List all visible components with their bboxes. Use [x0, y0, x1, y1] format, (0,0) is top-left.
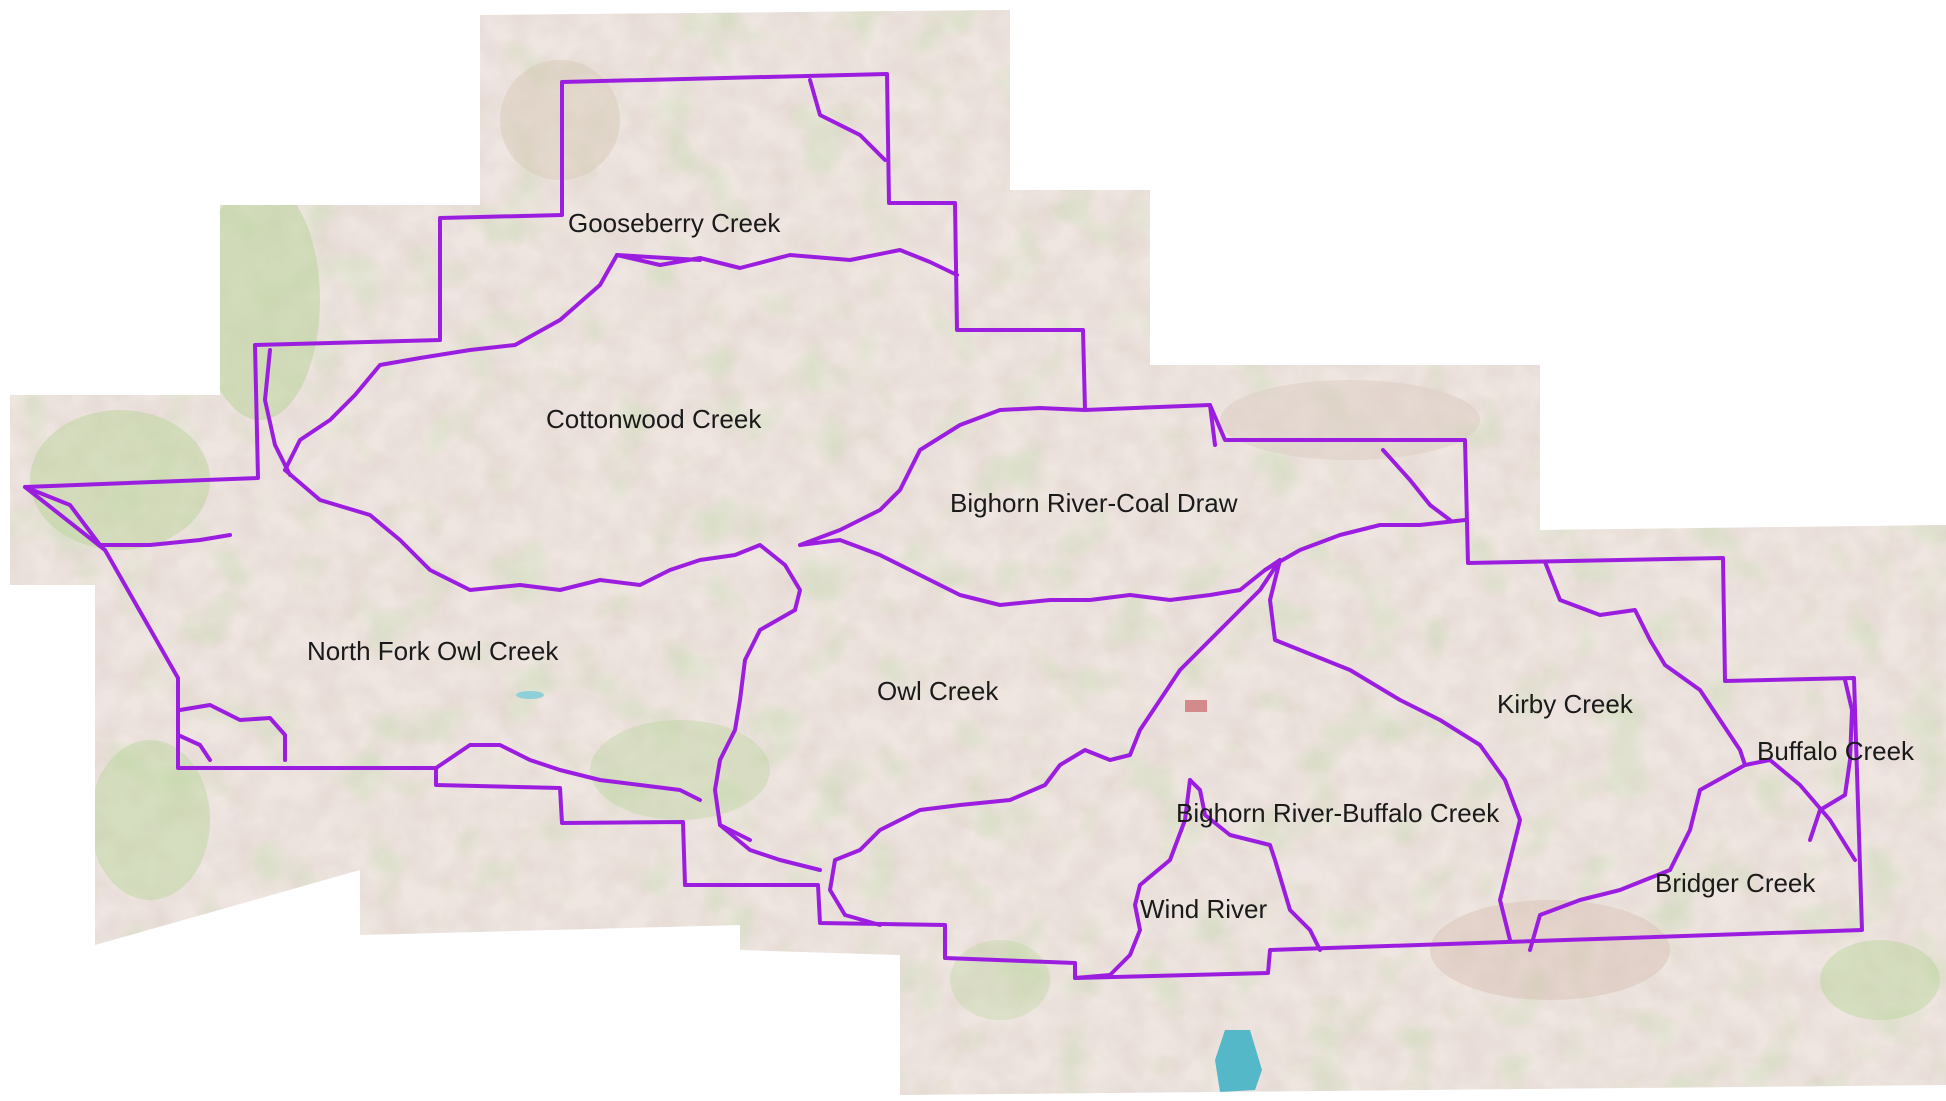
label-kirby-creek: Kirby Creek [1497, 689, 1634, 719]
watershed-boundaries [23, 72, 1864, 980]
label-gooseberry-creek: Gooseberry Creek [568, 208, 781, 238]
label-wind-river: Wind River [1140, 894, 1267, 924]
reservoir [1215, 1030, 1262, 1092]
vegetation-patch [200, 180, 320, 420]
label-bighorn-river-buffalo-creek: Bighorn River-Buffalo Creek [1176, 798, 1500, 828]
label-north-fork-owl-creek: North Fork Owl Creek [307, 636, 559, 666]
town-marker [1185, 700, 1207, 712]
label-bridger-creek: Bridger Creek [1655, 868, 1816, 898]
label-buffalo-creek: Buffalo Creek [1757, 736, 1915, 766]
label-bighorn-river-coal-draw: Bighorn River-Coal Draw [950, 488, 1238, 518]
outer-boundary [23, 72, 1864, 980]
watershed-labels: Gooseberry Creek Cottonwood Creek Bighor… [307, 208, 1915, 924]
label-owl-creek: Owl Creek [877, 676, 999, 706]
vegetation-patch [950, 940, 1050, 1020]
vegetation-patch [90, 740, 210, 900]
label-cottonwood-creek: Cottonwood Creek [546, 404, 762, 434]
vegetation-patch [590, 720, 770, 820]
vegetation-patch [1820, 940, 1940, 1020]
